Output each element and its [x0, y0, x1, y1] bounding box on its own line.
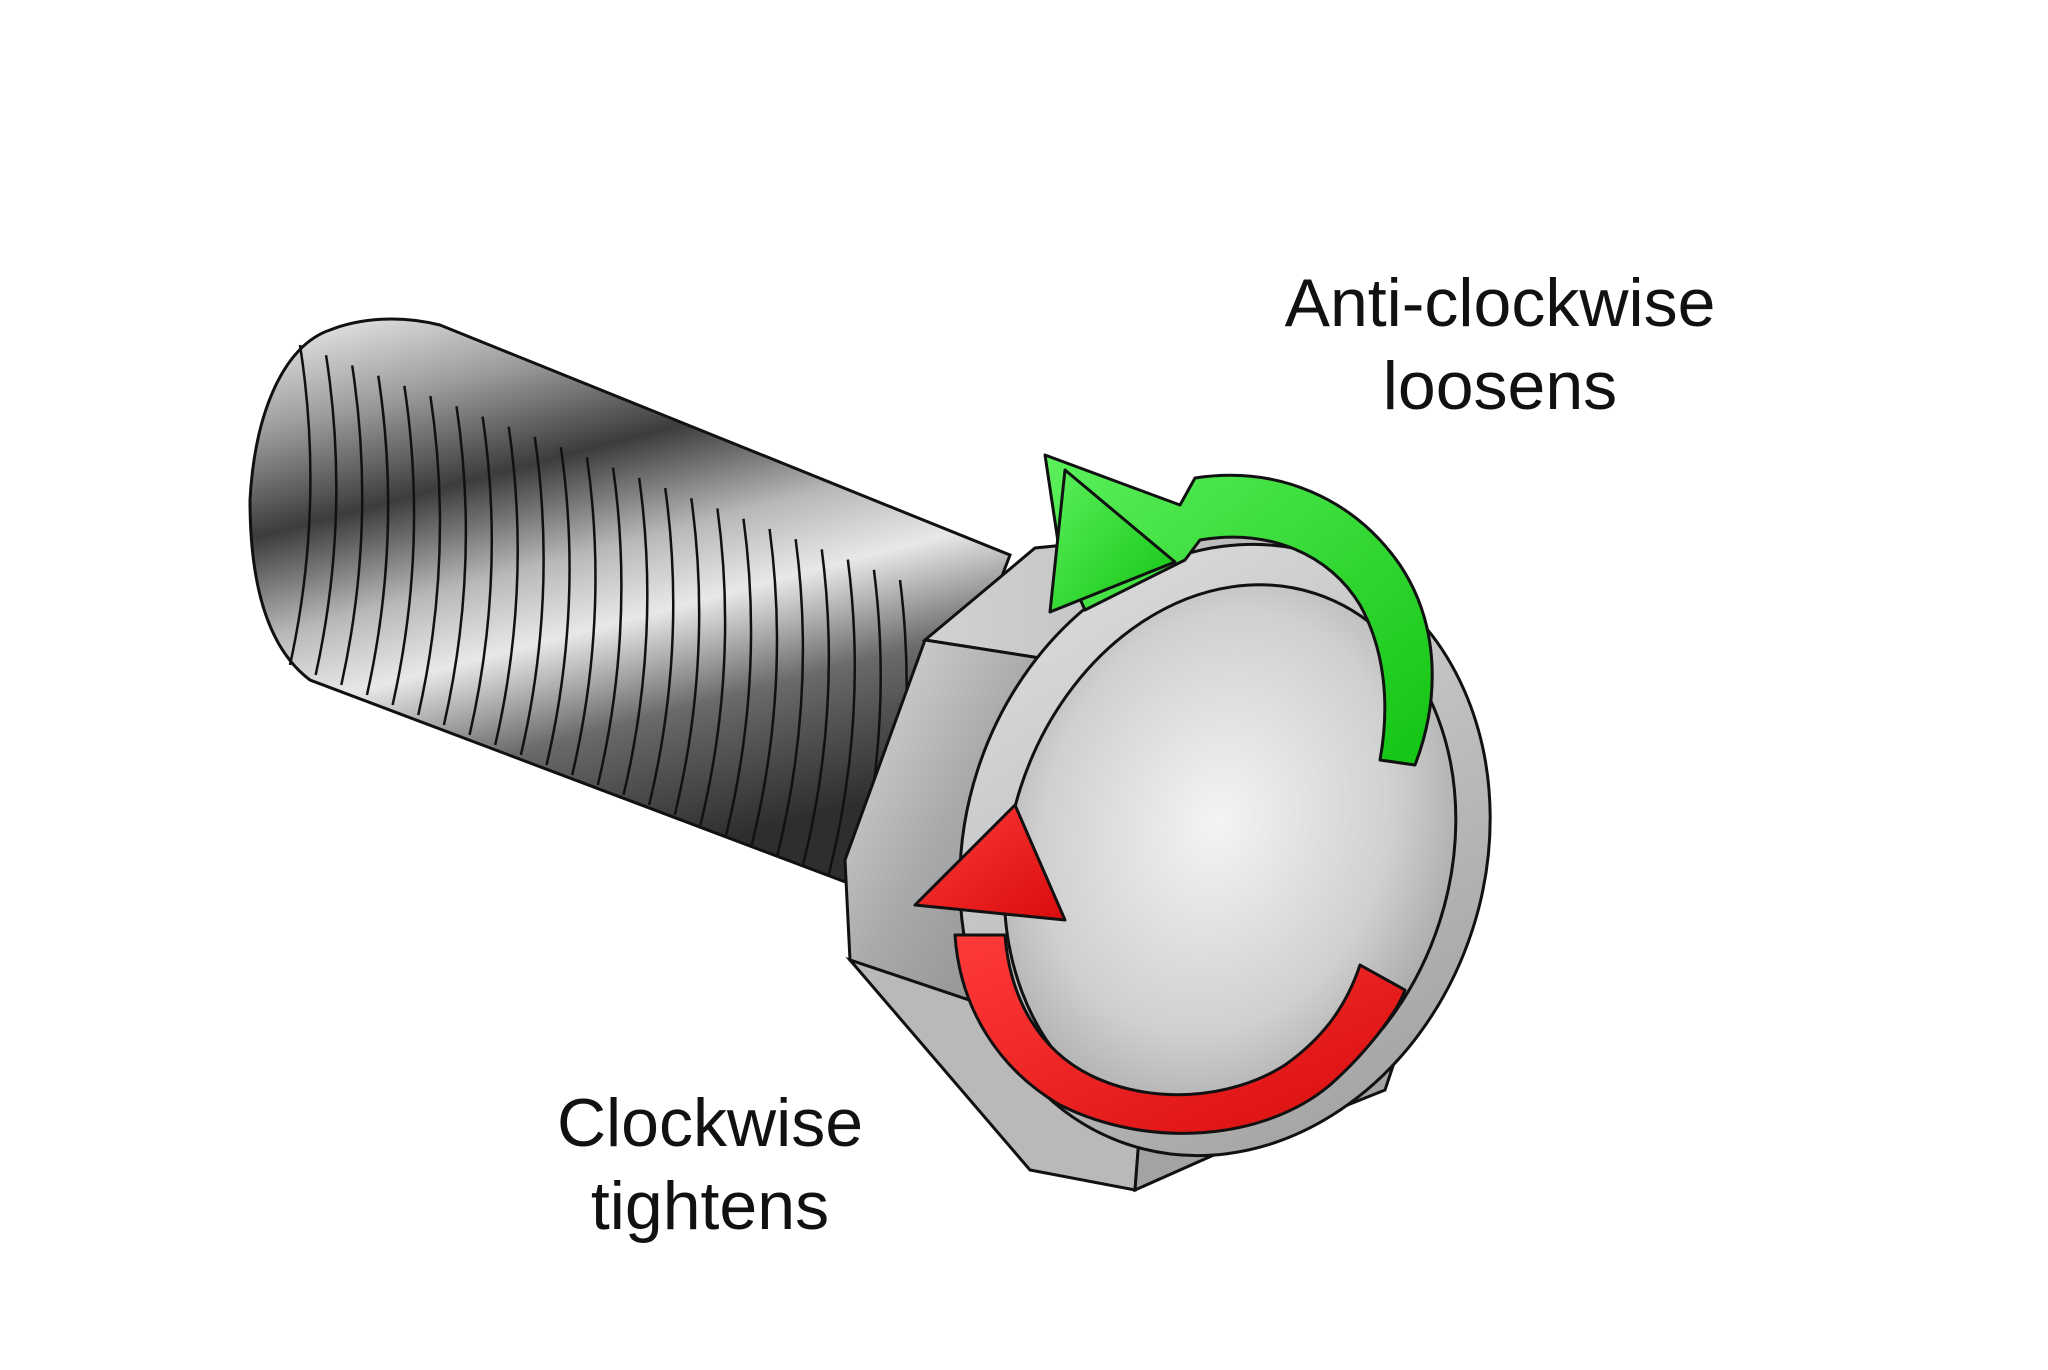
thread-line — [827, 559, 857, 876]
thread-line — [442, 406, 468, 726]
thread-line — [776, 538, 805, 856]
label-clockwise-tightens: Clockwise tightens — [470, 1082, 950, 1248]
thread-line — [468, 416, 494, 736]
label-tighten-line1: Clockwise — [556, 1085, 864, 1161]
thread-line — [647, 487, 675, 806]
thread-line — [365, 375, 390, 696]
label-loosen-line2: loosens — [1382, 347, 1618, 424]
thread-line — [699, 508, 727, 826]
thread-line — [391, 385, 416, 706]
bolt-hex-head — [843, 526, 1492, 1193]
thread-line — [493, 426, 519, 746]
bolt-threads — [288, 344, 908, 896]
clockwise-arrow — [913, 803, 1407, 1135]
thread-line — [622, 477, 649, 796]
thread-line — [673, 498, 701, 816]
bolt-shaft — [248, 317, 1012, 897]
anti-clockwise-arrow — [1043, 453, 1434, 767]
thread-line — [570, 457, 597, 776]
label-loosen-line1: Anti-clockwise — [1284, 265, 1716, 341]
thread-line — [724, 518, 753, 836]
thread-line — [288, 344, 312, 666]
thread-line — [519, 436, 545, 756]
label-anti-clockwise-loosens: Anti-clockwise loosens — [1190, 262, 1810, 428]
thread-line — [417, 395, 442, 716]
thread-line — [545, 446, 571, 766]
label-tighten-line2: tightens — [590, 1167, 830, 1244]
thread-line — [340, 365, 364, 686]
thread-line — [314, 355, 338, 676]
thread-line — [801, 549, 831, 866]
thread-line — [750, 528, 779, 846]
thread-line — [596, 467, 623, 786]
